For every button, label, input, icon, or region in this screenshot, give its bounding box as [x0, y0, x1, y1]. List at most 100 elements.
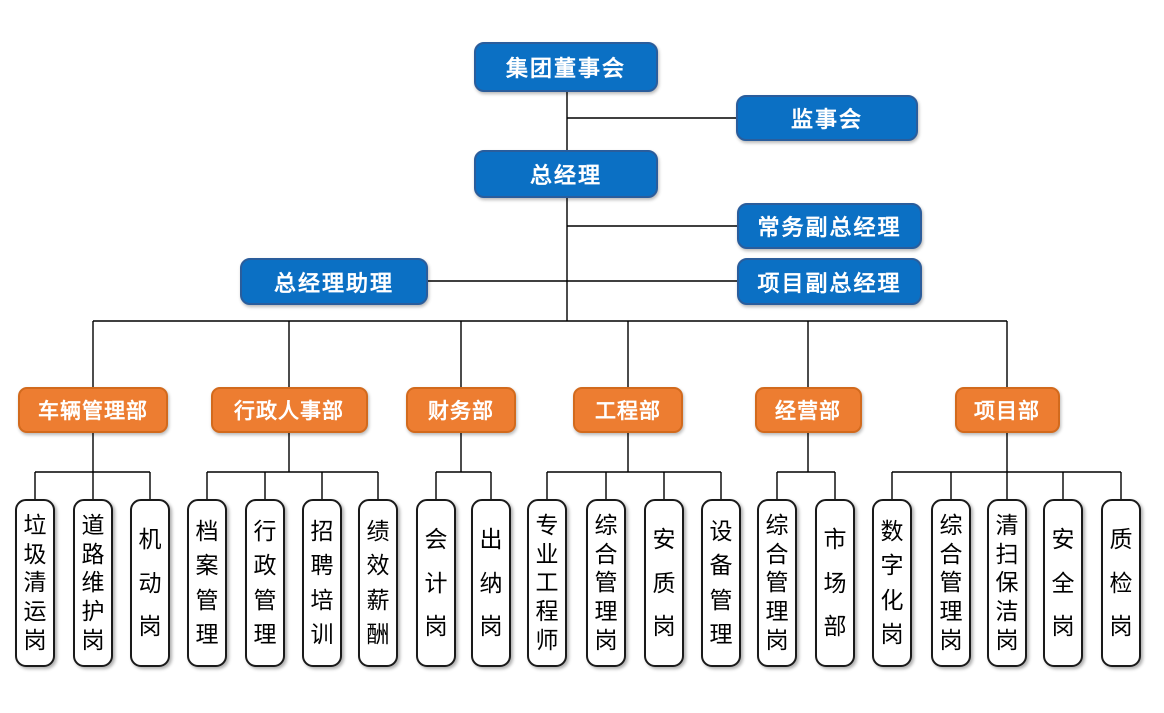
position-node-engineering-safety-quality: 安质岗 [644, 499, 684, 667]
position-label-char: 案 [195, 552, 219, 579]
position-label-char: 理 [195, 621, 219, 648]
position-label-char: 薪 [366, 586, 390, 613]
position-label-char: 综 [939, 511, 963, 538]
position-label-char: 运 [23, 598, 47, 625]
position-label-char: 绩 [366, 517, 390, 544]
operations-label: 经营部 [775, 400, 841, 423]
position-node-engineering-general-management: 综合管理岗 [586, 499, 626, 667]
position-label-char: 纳 [479, 569, 503, 596]
position-node-project-cleaning: 清扫保洁岗 [987, 499, 1027, 667]
vehicle-management-label: 车辆管理部 [38, 400, 148, 423]
position-label-char: 扫 [995, 540, 1019, 567]
position-label-char: 综 [594, 511, 618, 538]
executive-node-project-deputy-general-manager: 项目副总经理 [737, 258, 922, 305]
position-label-char: 场 [823, 569, 847, 596]
executive-deputy-general-manager-label: 常务副总经理 [757, 215, 902, 240]
position-label-char: 安 [1051, 526, 1075, 553]
position-node-finance-cashier: 出纳岗 [471, 499, 511, 667]
position-label-char: 合 [939, 540, 963, 567]
position-label-char: 管 [765, 569, 789, 596]
position-label-char: 档 [195, 517, 219, 544]
department-node-project: 项目部 [954, 387, 1060, 433]
position-node-vehicle-management-road-maintenance: 道路维护岗 [73, 499, 113, 667]
position-label-char: 洁 [995, 598, 1019, 625]
position-label-char: 业 [535, 540, 559, 567]
supervisory-board-label: 监事会 [790, 107, 863, 132]
position-node-admin-hr-administrative-management: 行政管理 [245, 499, 285, 667]
project-label: 项目部 [974, 400, 1040, 423]
position-label-char: 理 [709, 621, 733, 648]
position-label-char: 训 [310, 621, 334, 648]
general-manager-assistant-label: 总经理助理 [273, 270, 394, 296]
department-node-operations: 经营部 [754, 387, 862, 433]
position-label-char: 综 [765, 511, 789, 538]
department-node-engineering: 工程部 [573, 387, 683, 433]
department-node-admin-hr: 行政人事部 [210, 387, 368, 433]
position-label-char: 招 [310, 517, 334, 544]
position-node-project-quality-inspection: 质检岗 [1101, 499, 1141, 667]
position-label-char: 理 [939, 598, 963, 625]
position-label-char: 酬 [366, 621, 390, 648]
general-manager-label: 总经理 [529, 163, 602, 188]
position-label-char: 培 [310, 586, 334, 613]
position-label-char: 管 [709, 586, 733, 613]
position-label-char: 管 [594, 569, 618, 596]
executive-node-general-manager: 总经理 [474, 150, 658, 198]
position-label-char: 岗 [23, 627, 47, 654]
position-label-char: 市 [823, 526, 847, 553]
position-label-char: 质 [652, 569, 676, 596]
position-label-char: 岗 [81, 627, 105, 654]
executive-node-executive-deputy-general-manager: 常务副总经理 [737, 203, 922, 249]
position-node-admin-hr-archive-management: 档案管理 [187, 499, 227, 667]
position-label-char: 师 [535, 627, 559, 654]
position-label-char: 出 [479, 526, 503, 553]
position-label-char: 垃 [23, 511, 47, 538]
position-label-char: 设 [709, 517, 733, 544]
position-node-operations-general-management: 综合管理岗 [757, 499, 797, 667]
position-label-char: 质 [1109, 526, 1133, 553]
project-deputy-general-manager-label: 项目副总经理 [757, 270, 902, 296]
position-label-char: 护 [81, 598, 105, 625]
position-node-project-general-management: 综合管理岗 [931, 499, 971, 667]
position-node-finance-accountant: 会计岗 [416, 499, 456, 667]
position-label-char: 理 [765, 598, 789, 625]
position-label-char: 专 [535, 511, 559, 538]
position-label-char: 聘 [310, 552, 334, 579]
department-node-finance: 财务部 [406, 387, 516, 433]
position-label-char: 机 [138, 526, 162, 553]
executive-node-board: 集团董事会 [474, 42, 658, 92]
position-node-vehicle-management-garbage-removal: 垃圾清运岗 [15, 499, 55, 667]
position-label-char: 计 [424, 569, 448, 596]
position-node-admin-hr-performance-compensation: 绩效薪酬 [358, 499, 398, 667]
position-label-char: 会 [424, 526, 448, 553]
admin-hr-label: 行政人事部 [234, 400, 344, 423]
position-label-char: 检 [1109, 569, 1133, 596]
engineering-label: 工程部 [595, 400, 661, 423]
position-label-char: 岗 [479, 612, 503, 639]
position-label-char: 动 [138, 569, 162, 596]
position-node-admin-hr-recruitment-training: 招聘培训 [302, 499, 342, 667]
position-label-char: 保 [995, 569, 1019, 596]
position-label-char: 行 [253, 517, 277, 544]
position-label-char: 备 [709, 552, 733, 579]
position-label-char: 工 [535, 569, 559, 596]
executive-node-general-manager-assistant: 总经理助理 [240, 258, 428, 305]
position-label-char: 清 [995, 511, 1019, 538]
position-label-char: 清 [23, 569, 47, 596]
position-label-char: 理 [594, 598, 618, 625]
position-node-vehicle-management-mobile-duty: 机动岗 [130, 499, 170, 667]
position-label-char: 理 [253, 621, 277, 648]
position-label-char: 效 [366, 552, 390, 579]
position-label-char: 岗 [138, 612, 162, 639]
board-label: 集团董事会 [505, 56, 626, 81]
position-label-char: 岗 [939, 627, 963, 654]
position-label-char: 合 [765, 540, 789, 567]
position-node-operations-market: 市场部 [815, 499, 855, 667]
executive-node-supervisory-board: 监事会 [736, 95, 918, 141]
position-label-char: 岗 [652, 612, 676, 639]
position-label-char: 管 [195, 586, 219, 613]
position-label-char: 字 [880, 552, 904, 579]
position-label-char: 路 [81, 540, 105, 567]
position-label-char: 部 [823, 612, 847, 639]
